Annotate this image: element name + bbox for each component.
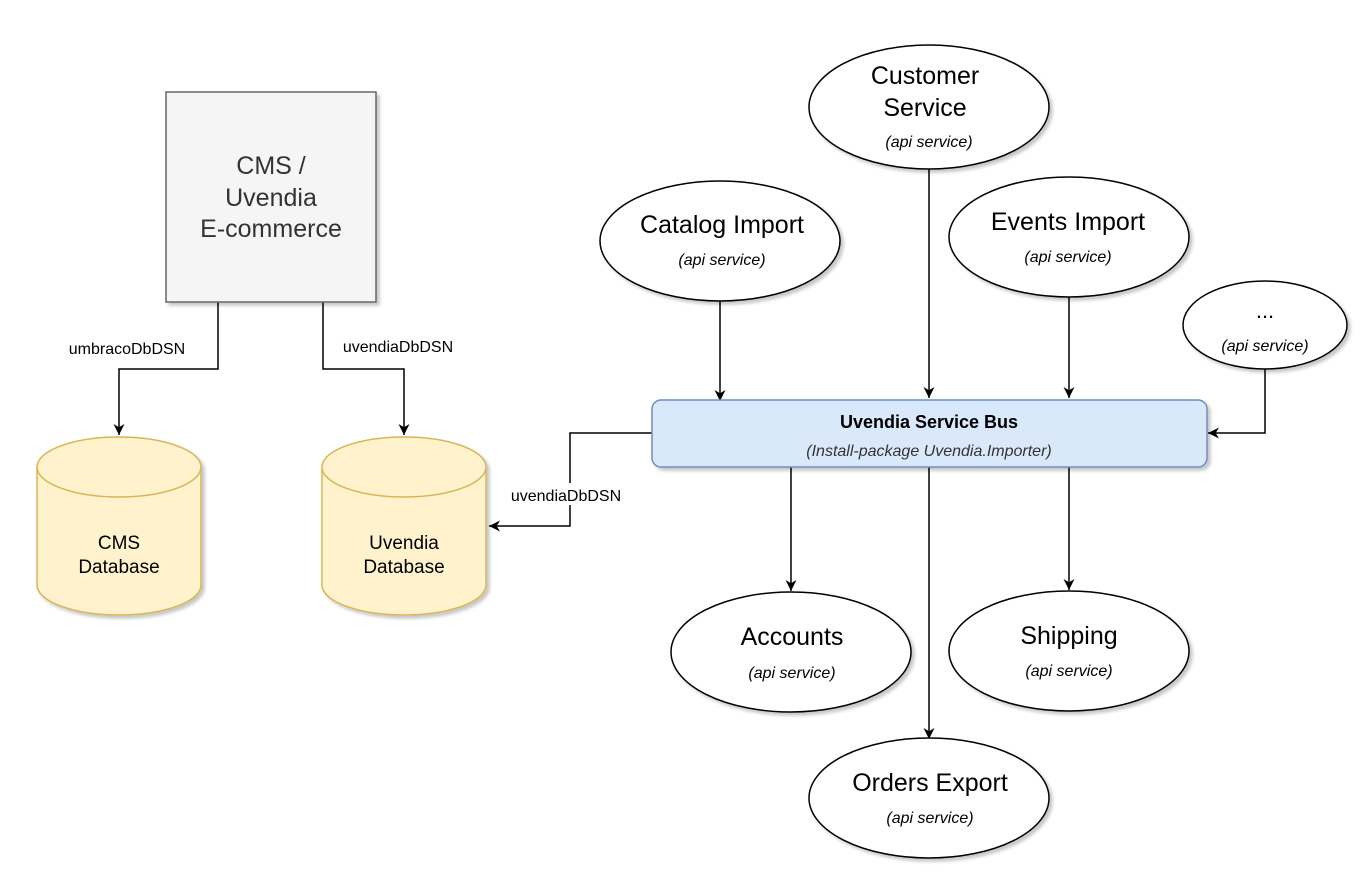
service-ellipse [1182, 280, 1348, 370]
catalog-import-title: Catalog Import [640, 211, 804, 239]
uvendia-database-node [321, 436, 487, 616]
edge-cms-to-cms-database [113, 302, 219, 435]
shipping-node: Shipping (api service) [948, 590, 1190, 712]
accounts-title: Accounts [741, 623, 844, 651]
orders-export-subtitle: (api service) [886, 810, 973, 827]
service-ellipse [948, 176, 1190, 298]
uvendia-database-label-line-2: Database [363, 557, 444, 578]
service-ellipse [670, 591, 912, 713]
customer-service-title-line-2: Service [883, 94, 966, 122]
orders-export-title: Orders Export [852, 769, 1008, 797]
service-ellipse [808, 737, 1050, 859]
shipping-title: Shipping [1020, 622, 1117, 650]
edge-label-background [500, 483, 632, 505]
catalog-import-subtitle: (api service) [678, 252, 765, 269]
service-ellipse [599, 180, 841, 302]
edge-bus-to-uvendia-database [489, 432, 652, 532]
customer-service-node: Customer Service (api service) [808, 44, 1050, 170]
edge-label-umbraco-dsn: umbracoDbDSN [69, 341, 185, 358]
shipping-subtitle: (api service) [1025, 663, 1112, 680]
cms-database-node [36, 436, 202, 616]
cms-label-line-2: Uvendia [225, 184, 317, 212]
events-import-subtitle: (api service) [1024, 249, 1111, 266]
cms-database-label-line-2: Database [78, 557, 159, 578]
cms-ecommerce-node: CMS / Uvendia E-commerce [165, 91, 377, 303]
edge-label-uvendia-dsn-bus: uvendiaDbDSN [511, 488, 621, 505]
database-cylinder-top [321, 436, 487, 498]
more-services-node: ... (api service) [1182, 280, 1348, 370]
more-services-title: ... [1256, 298, 1274, 323]
orders-export-node: Orders Export (api service) [808, 737, 1050, 859]
cms-label-line-3: E-commerce [200, 215, 342, 243]
service-bus-subtitle: (Install-package Uvendia.Importer) [806, 443, 1051, 460]
service-bus-node: Uvendia Service Bus (Install-package Uve… [651, 399, 1208, 468]
edge-cms-to-uvendia-database [322, 302, 410, 435]
service-bus-box [651, 399, 1208, 468]
cms-label-line-1: CMS / [236, 152, 306, 180]
more-services-subtitle: (api service) [1221, 338, 1308, 355]
database-cylinder-top [36, 436, 202, 498]
edge-more-to-bus [1208, 369, 1266, 439]
events-import-node: Events Import (api service) [948, 176, 1190, 298]
service-ellipse [948, 590, 1190, 712]
uvendia-database-label-line-1: Uvendia [369, 533, 439, 554]
customer-service-subtitle: (api service) [885, 134, 972, 151]
customer-service-title-line-1: Customer [871, 62, 979, 90]
events-import-title: Events Import [991, 208, 1145, 236]
database-cylinder-body [36, 467, 202, 616]
accounts-node: Accounts (api service) [670, 591, 912, 713]
service-bus-title: Uvendia Service Bus [840, 412, 1018, 432]
database-cylinder-body [321, 467, 487, 616]
cms-database-label-line-1: CMS [98, 533, 140, 554]
service-ellipse [808, 44, 1050, 170]
cms-box [165, 91, 377, 303]
edge-label-uvendia-dsn-cms: uvendiaDbDSN [343, 339, 453, 356]
catalog-import-node: Catalog Import (api service) [599, 180, 841, 302]
accounts-subtitle: (api service) [748, 665, 835, 682]
connectors [113, 168, 1266, 739]
